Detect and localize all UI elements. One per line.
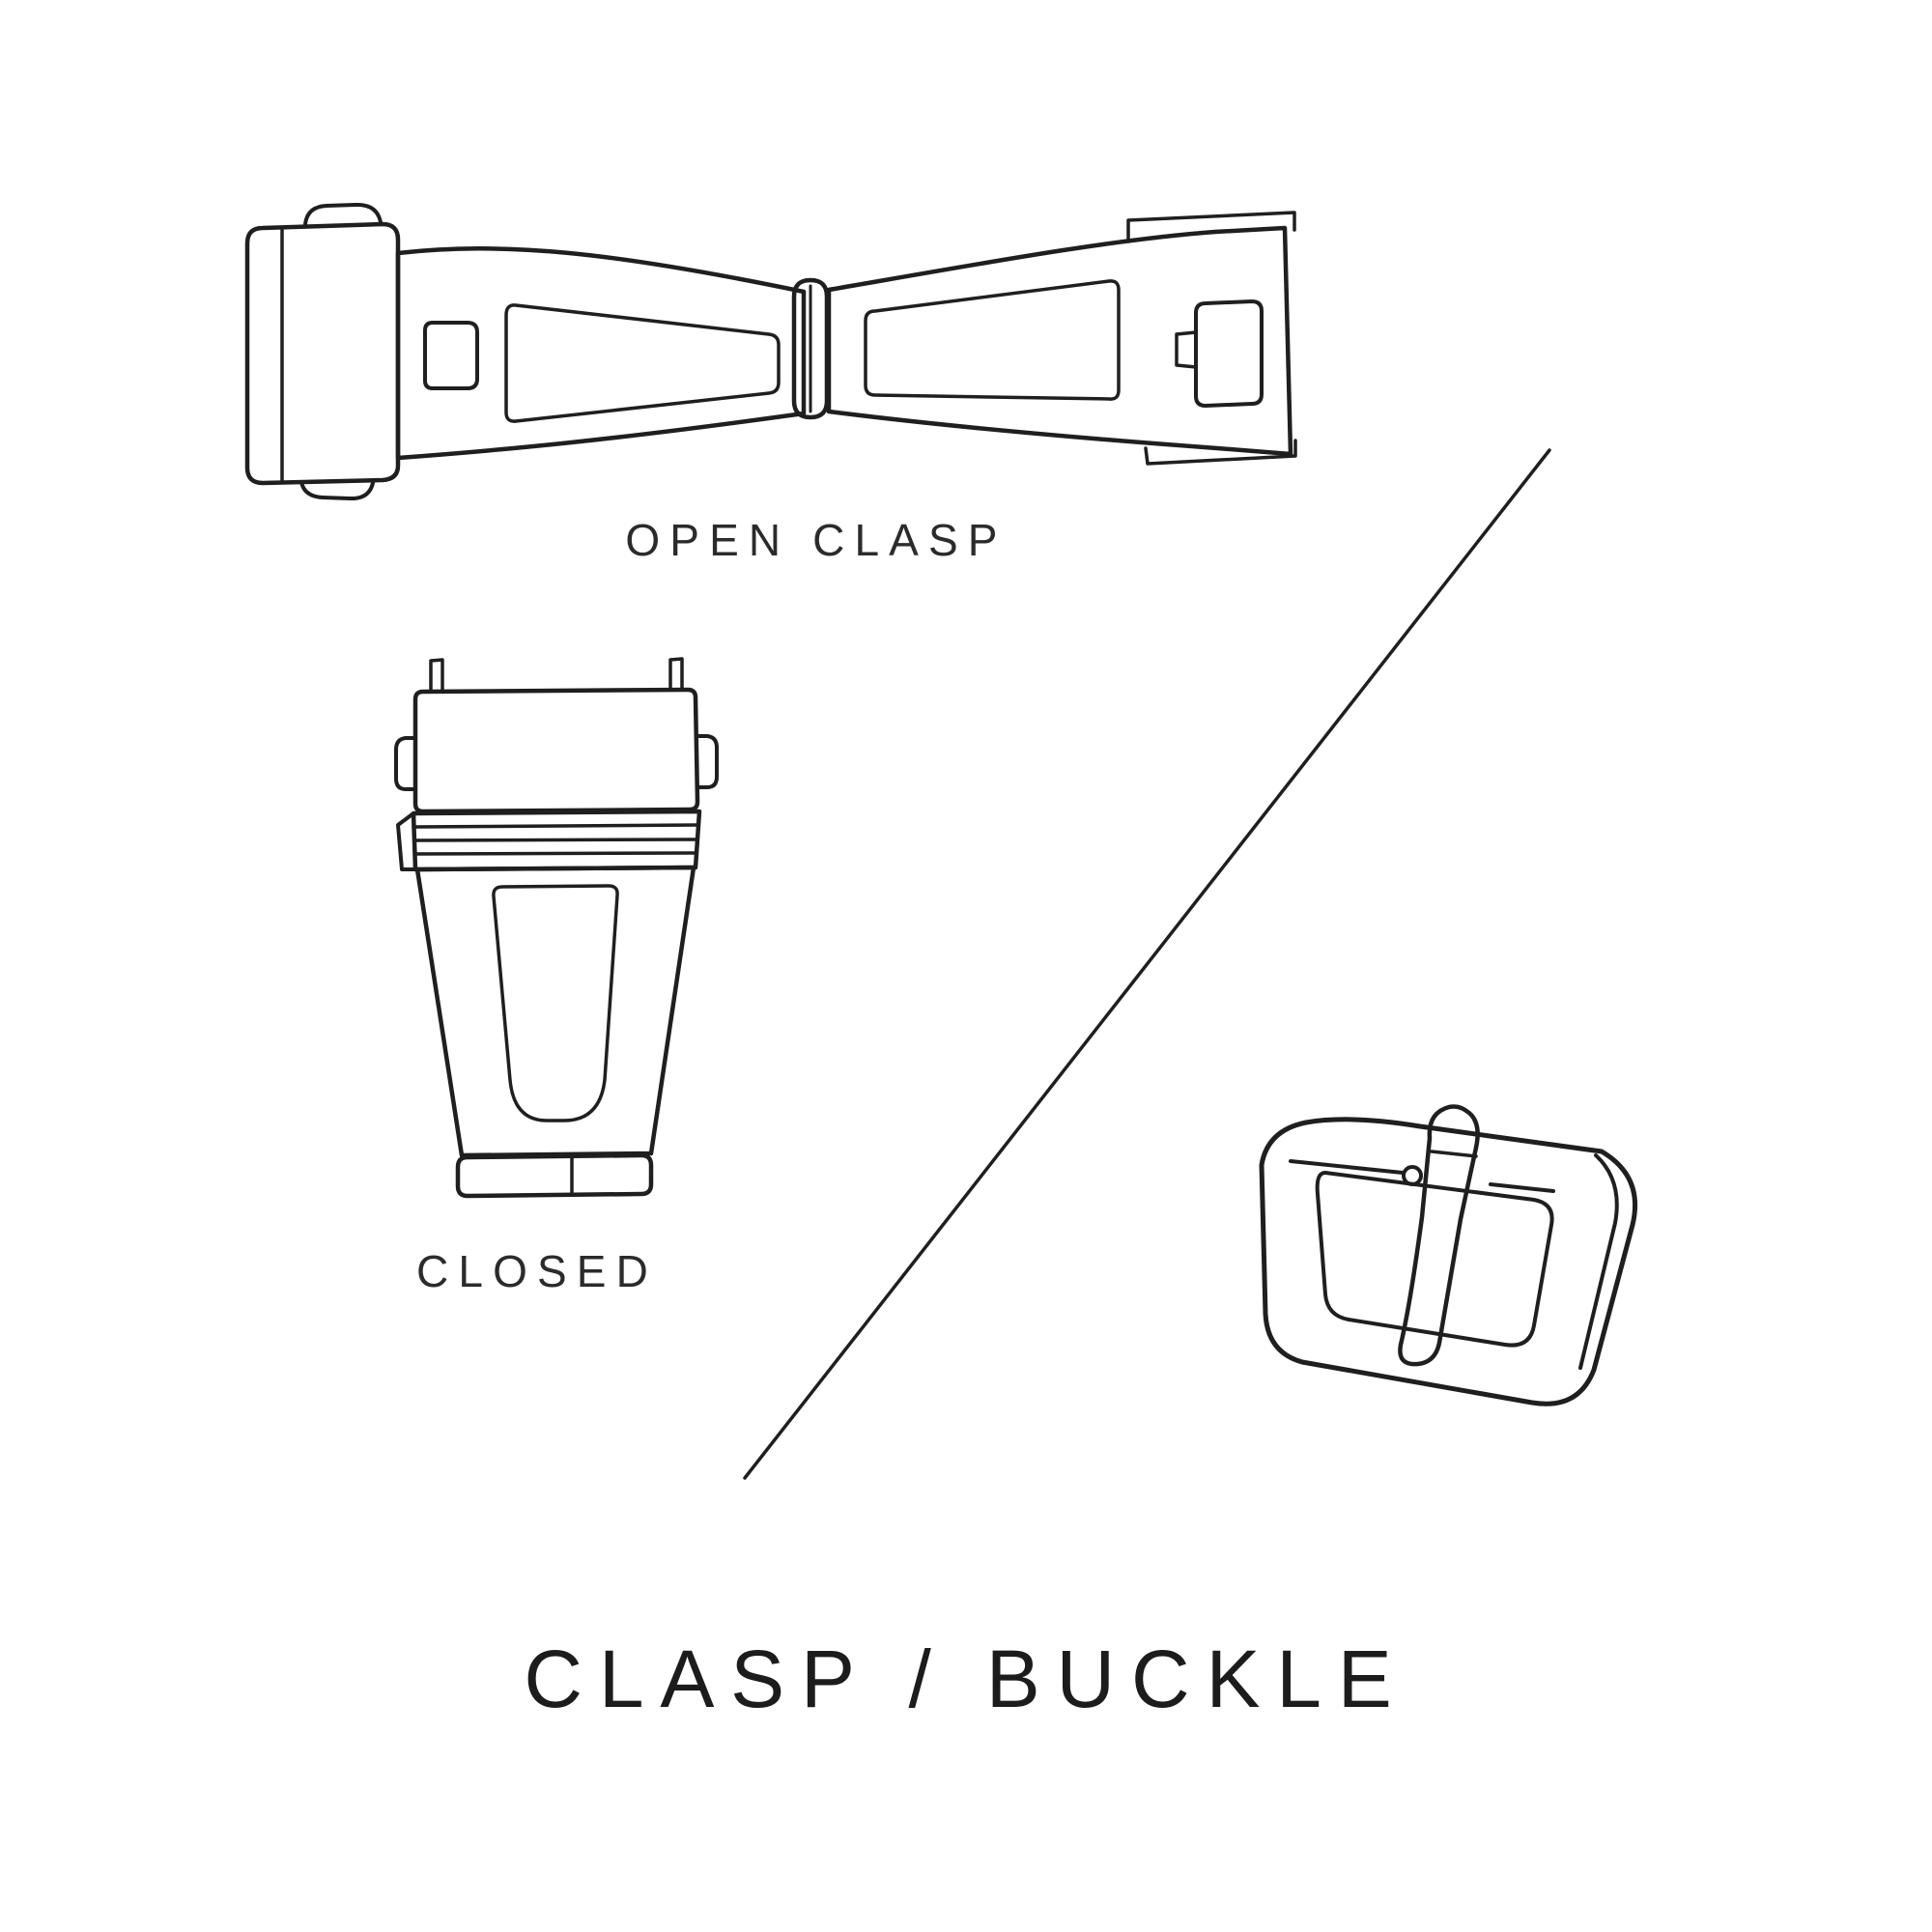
closed-clasp-band-flap [396, 811, 417, 871]
buckle-illustration [1259, 1104, 1638, 1406]
closed-clasp-band-line-1 [412, 823, 699, 829]
buckle-tang-fold-line [1430, 1150, 1478, 1158]
open-clasp-right-inner-outline [864, 279, 1121, 401]
closed-clasp-left-ear [394, 736, 417, 791]
buckle-tang [1398, 1104, 1480, 1367]
diagram-title: CLASP / BUCKLE [524, 1634, 1408, 1724]
open-clasp-end-bottom-tab [299, 480, 375, 501]
open-clasp-right-top-flap [1126, 211, 1296, 243]
buckle-pin-left [1289, 1159, 1405, 1175]
buckle-right-band-edge [1578, 1153, 1619, 1370]
closed-clasp-body-inner-outline [492, 884, 619, 1122]
closed-clasp-top-block [412, 687, 700, 814]
closed-clasp-label: CLOSED [416, 1246, 658, 1296]
open-clasp-end-piece [244, 221, 401, 486]
closed-clasp-illustration [394, 657, 719, 1199]
closed-clasp-bottom-bar [455, 1152, 654, 1199]
open-clasp-right-arm [826, 225, 1293, 457]
open-clasp-right-cutout-tab [1175, 330, 1198, 369]
open-clasp-right-cutout [1194, 299, 1264, 408]
open-clasp-left-arm [395, 246, 807, 461]
open-clasp-hinge [791, 277, 830, 420]
open-clasp-label: OPEN CLASP [625, 515, 1008, 565]
closed-clasp-right-prong [668, 657, 684, 692]
closed-clasp-band-line-3 [413, 851, 697, 856]
closed-clasp-right-ear [696, 734, 719, 789]
open-clasp-left-notch [423, 321, 479, 390]
buckle-inner-window [1315, 1171, 1554, 1348]
open-clasp-illustration [244, 202, 1297, 501]
open-clasp-end-top-tab [303, 202, 383, 226]
buckle-pin-right [1489, 1182, 1555, 1193]
open-clasp-right-bottom-step [1144, 439, 1297, 466]
buckle-pin-coil [1402, 1165, 1423, 1186]
closed-clasp-body [414, 865, 696, 1158]
closed-clasp-left-prong [429, 658, 444, 692]
divider-line [743, 448, 1551, 1480]
open-clasp-left-inner-outline [504, 303, 781, 423]
closed-clasp-band-line-2 [412, 838, 698, 842]
buckle-outer-frame [1259, 1117, 1638, 1406]
